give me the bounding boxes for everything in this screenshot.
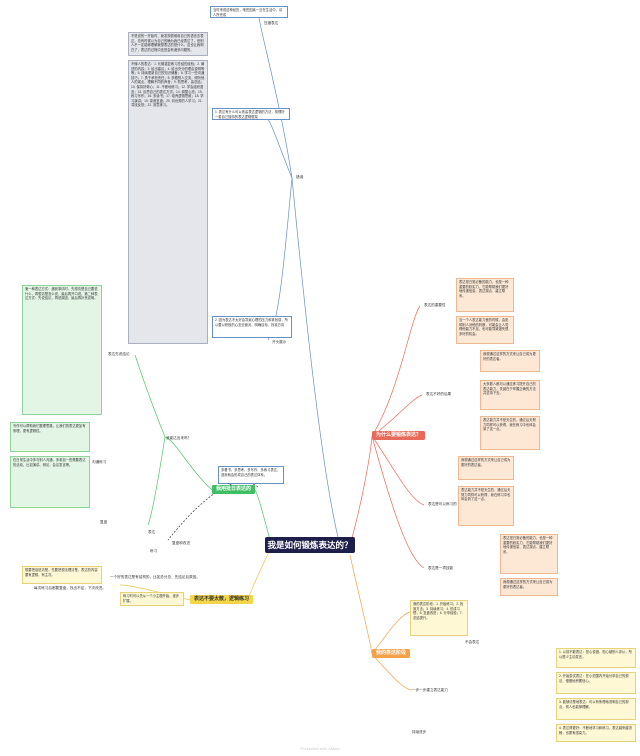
link-why-p3 [371, 435, 425, 506]
left-tag-1[interactable]: 表达先说结论 [108, 352, 130, 356]
my-stage-list: 我的表达阶段：1. 开始练习；2. 找到方法；3. 持续练习；4. 形成习惯；5… [410, 600, 468, 636]
link-green-top [134, 354, 166, 438]
my-stage-sub-4: 4. 表达得更好：不断地学习和练习，表达越来越流畅，也更有感染力。 [556, 724, 636, 742]
left-green-label[interactable]: 我能达出来吗？ [166, 436, 192, 440]
top-tag-right[interactable]: 错误 [296, 175, 304, 179]
link-center-methods [246, 549, 271, 601]
my-stage-sub-2: 2. 开始尝试表达：在小范围内开始分享自己的想法，慢慢地积累信心。 [556, 672, 636, 694]
methods-box-2[interactable]: 一个好的表达是有结构的，比如总分总、先结论后原因。 [110, 575, 200, 579]
link-top-node2 [261, 111, 293, 179]
branch-my-stage[interactable]: 我的表达阶段 [372, 649, 411, 658]
left-box-2: 在日常生活中多与别人沟通，多参加一些需要表达的活动，比如演讲、辩论、会议发言等。 [10, 456, 90, 508]
my-stage-sub-1: 1. 以前不敢表达：担心说错、担心被别人评价，所以很少主动发言。 [556, 648, 636, 668]
link-center-top [291, 177, 341, 546]
why-point-2: 当一个人表达能力差的时候，会影响别人对他的判断，可能会让人觉得他能力不足，也可能… [456, 316, 514, 344]
why-point-7: 我想通过这样的方式来让自己成为更好的表达者。 [500, 578, 558, 596]
link-top-node1 [257, 11, 293, 179]
link-center-green [254, 489, 271, 541]
top-node-2[interactable]: 1. 表达有什么可以改善表达逻辑的方法，梳理好一套自己独特的表达逻辑框架 [212, 108, 290, 120]
methods-box-4[interactable]: 每次练习后都要复盘，找出不足，下次改进。 [34, 586, 106, 590]
left-intro: 第一种表达方式：遇到事情时，先想清楚自己要说什么，再想清楚怎么说，最后再开口说。… [22, 285, 102, 415]
left-tag-left-3[interactable]: 练习 [150, 549, 158, 553]
why-point-2-tag[interactable]: 表达不好的后果 [426, 392, 452, 396]
left-tag-2[interactable]: 沟通练习 [92, 460, 107, 464]
why-point-3b: 表达能力并不是天生的，通过后天努力同样可以获得，我在练习中也体会到了这一点。 [480, 416, 540, 450]
link-center-why [349, 435, 373, 546]
link-why-p1 [371, 305, 421, 437]
link-why-p5 [371, 435, 425, 569]
left-tag-left-1[interactable]: 表达 [148, 530, 156, 534]
methods-box-3: 练习时可以先从一个小主题开始，逐步扩展。 [120, 592, 184, 606]
central-topic[interactable]: 我是如何锻炼表达的？ [265, 537, 355, 553]
my-stage-tag-3[interactable]: 持续进步 [412, 730, 427, 734]
top-gray-block-2: 不懂人的表达：1. 长期重复练习总结的经验；2. 阐述的内容；3. 给出建议；4… [128, 60, 208, 344]
top-gray-block-1: 不是说的一开始时，我发现很难用自己的语言去表达，总有时候以为自己的确为我已经表达… [128, 32, 208, 56]
link-dashed [167, 481, 259, 541]
link-why-p2 [371, 394, 423, 437]
left-tag-left-2[interactable]: 复盘和改进 [172, 541, 190, 545]
why-point-1-tag[interactable]: 表达的重要性 [424, 303, 446, 307]
center-note: 多看书、多思考、多写作、多练习表达，逐渐就会形成自己的表达体系。 [218, 466, 284, 484]
top-node-3[interactable]: 2. 因为表达不太好会导致心理的压力和紧张感，所以要以积极的心态去面对，明确目标… [212, 316, 292, 338]
why-point-1: 表达是日常必备的能力，也是一种重要的软实力，它能帮助我们更好地传递信息、表达观点… [456, 278, 514, 312]
link-green-bottom [147, 436, 166, 526]
top-tag-bottom[interactable]: 开头展示 [272, 340, 287, 344]
why-point-3: 大多数人都可以通过练习提升自己的表达能力，关键在于掌握正确的方法并坚持下去。 [480, 380, 540, 410]
link-my-list [371, 611, 411, 655]
why-point-5-tag[interactable]: 表达是一项技能 [428, 566, 454, 570]
my-stage-tag-2[interactable]: 一步一步建立表达能力 [412, 688, 448, 692]
top-node-1-tag[interactable]: 压缩表达 [264, 21, 279, 25]
why-point-5: 表达能力并不是天生的，通过后天努力同样可以获得，我在练习中也体会到了这一点。 [458, 486, 514, 526]
branch-methods[interactable]: 表达不要太散，逻辑练习 [190, 595, 254, 604]
methods-box-1: 想要把话说清楚，先要把想法理清楚，表达的内容要有逻辑，有主次。 [22, 566, 102, 584]
link-center-my [349, 554, 373, 655]
footer-watermark: Presented with XMind [300, 746, 340, 751]
top-node-1[interactable]: 当时来说这种经历，唯些因素一旦在生活中，请人所完成 [210, 6, 288, 18]
why-point-6: 表达是日常必备的能力，也是一种重要的软实力，它能帮助我们更好地传递信息、表达观点… [500, 534, 558, 574]
my-stage-sub-3: 3. 能够清楚地表达：可以有条理地说明自己的观点，别人也能够理解。 [556, 698, 636, 720]
left-box-1: 写作可以帮助我们整理思路，让我们的表达更加有条理，更有逻辑性。 [10, 422, 90, 452]
branch-why-practice[interactable]: 为什么要锻炼表达？ [372, 431, 426, 440]
branch-done[interactable]: 我用批日表达的 [212, 485, 256, 494]
link-green-left [164, 436, 213, 491]
why-point-2b: 我想通过这样的方式来让自己成为更好的表达者。 [480, 350, 540, 372]
link-my-sub [371, 653, 413, 691]
my-stage-tag-1[interactable]: 不会表达 [465, 640, 480, 644]
why-point-3-tag[interactable]: 表达是可以练习的 [428, 502, 457, 506]
left-tag-3[interactable]: 复盘 [100, 520, 108, 524]
why-point-4: 我想通过这样的方式来让自己成为更好的表达者。 [458, 456, 514, 480]
